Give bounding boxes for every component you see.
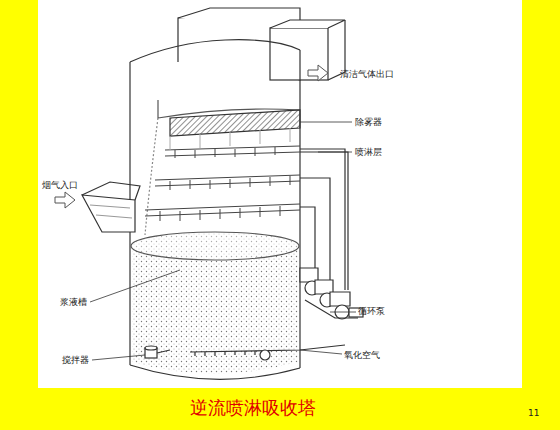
outlet-label: 清洁气体出口: [340, 69, 394, 80]
outlet-arrow: [308, 65, 328, 81]
tower: [82, 8, 363, 379]
part-label: 搅拌器: [62, 355, 89, 366]
caption: 逆流喷淋吸收塔: [190, 396, 316, 420]
part-label: 除雾器: [355, 117, 382, 128]
leader-lines: [90, 122, 356, 360]
part-label: 喷淋层: [355, 147, 382, 158]
part-label: 循环泵: [358, 306, 385, 317]
page-number: 11: [528, 408, 539, 419]
inlet-label: 烟气入口: [42, 180, 78, 191]
part-label: 氧化空气: [344, 350, 380, 361]
inlet-arrow: [55, 192, 75, 208]
part-label: 浆液槽: [60, 297, 87, 308]
white-panel: [38, 0, 522, 388]
